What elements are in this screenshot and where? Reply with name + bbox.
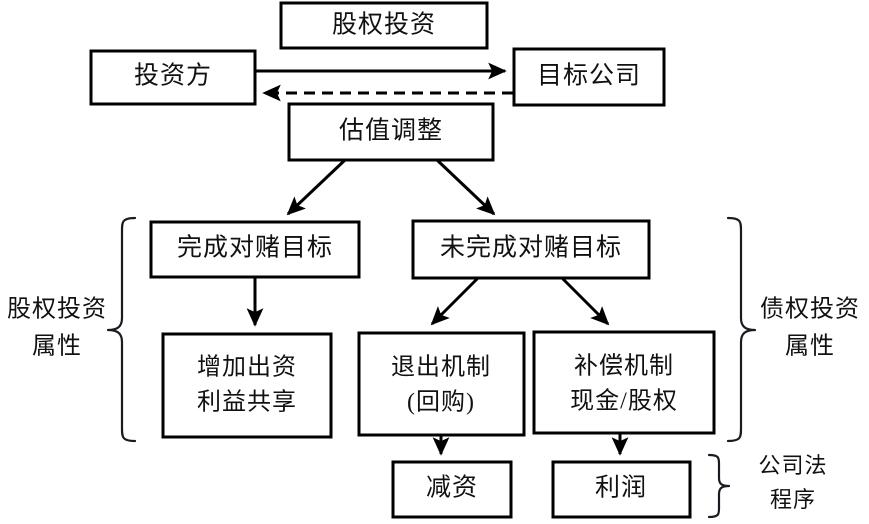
add-capital-label-line1: 增加出资 <box>197 354 297 381</box>
node-investor[interactable]: 投资方 <box>89 49 257 106</box>
profit-label: 利润 <box>595 474 647 502</box>
bottom-right-label-line1: 公司法 <box>758 453 827 478</box>
equity-attribute-brace-icon <box>106 216 137 443</box>
target-company-label: 目标公司 <box>537 62 641 90</box>
capital-reduction-box[interactable] <box>391 460 513 519</box>
right-bracket-group: 债权投资 属性 <box>726 216 860 443</box>
compensation-label-line1: 补偿机制 <box>574 353 674 380</box>
node-compensation[interactable]: 补偿机制 现金/股权 <box>532 330 716 435</box>
left-bracket-group: 股权投资 属性 <box>7 216 137 443</box>
left-label-line2: 属性 <box>32 333 82 360</box>
valuation-adjustment-label: 估值调整 <box>339 117 443 145</box>
node-goal-met[interactable]: 完成对赌目标 <box>149 220 361 279</box>
company-law-brace-icon <box>707 453 731 519</box>
edge-goal-not-met-to-compensation <box>560 276 610 326</box>
target-company-box[interactable] <box>512 47 666 107</box>
edges-layer <box>246 62 629 456</box>
compensation-label-line2: 现金/股权 <box>570 388 678 415</box>
node-valuation-adjustment[interactable]: 估值调整 <box>287 102 495 162</box>
compensation-box[interactable] <box>532 330 716 435</box>
add-capital-label-line2: 利益共享 <box>197 389 297 416</box>
node-goal-not-met[interactable]: 未完成对赌目标 <box>411 219 651 280</box>
goal-not-met-label: 未完成对赌目标 <box>440 234 622 262</box>
bottom-right-label-line2: 程序 <box>770 487 816 512</box>
investor-label: 投资方 <box>134 62 212 90</box>
goal-met-box[interactable] <box>149 220 361 279</box>
equity-investment-box[interactable] <box>279 1 489 50</box>
node-equity-investment[interactable]: 股权投资 <box>279 1 489 50</box>
add-capital-box[interactable] <box>161 332 333 439</box>
investor-box[interactable] <box>89 49 257 106</box>
valuation-adjustment-box[interactable] <box>287 102 495 162</box>
node-capital-reduction[interactable]: 减资 <box>391 460 513 519</box>
left-label-line1: 股权投资 <box>7 296 107 323</box>
exit-mechanism-label-line1: 退出机制 <box>391 354 491 381</box>
node-target-company[interactable]: 目标公司 <box>512 47 666 107</box>
node-exit-mechanism[interactable]: 退出机制 (回购) <box>357 331 526 437</box>
edge-goal-not-met-to-exit <box>430 276 480 326</box>
exit-mechanism-label-line2: (回购) <box>407 389 475 416</box>
debt-attribute-brace-icon <box>726 216 757 443</box>
node-add-capital[interactable]: 增加出资 利益共享 <box>161 332 333 439</box>
exit-mechanism-box[interactable] <box>357 331 526 437</box>
profit-box[interactable] <box>551 460 692 519</box>
node-profit[interactable]: 利润 <box>551 460 692 519</box>
capital-reduction-label: 减资 <box>426 474 478 502</box>
goal-met-label: 完成对赌目标 <box>177 234 333 262</box>
edge-valuation-to-goal-not-met <box>435 158 496 216</box>
right-label-line2: 属性 <box>785 333 835 360</box>
edge-valuation-to-goal-met <box>286 158 347 216</box>
bottom-right-bracket-group: 公司法 程序 <box>707 453 827 519</box>
equity-investment-label: 股权投资 <box>332 11 436 39</box>
right-label-line1: 债权投资 <box>760 296 860 323</box>
goal-not-met-box[interactable] <box>411 219 651 280</box>
